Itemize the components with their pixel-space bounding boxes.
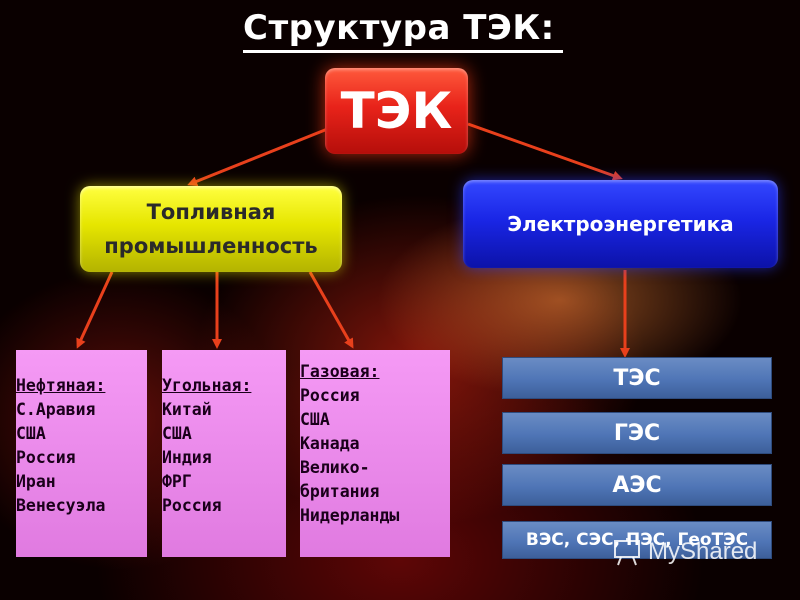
group-coal-item: ФРГ (162, 472, 192, 491)
group-coal-item: США (162, 424, 192, 443)
group-coal: Угольная: Китай США Индия ФРГ Россия (162, 350, 286, 557)
group-gas-item: Канада (300, 434, 360, 453)
group-oil-item: Венесуэла (16, 496, 106, 515)
group-coal-item: Китай (162, 400, 212, 419)
plant-tes: ТЭС (502, 357, 772, 399)
group-oil-head: Нефтяная: (16, 376, 106, 395)
group-gas: Газовая: Россия США Канада Велико- брита… (300, 350, 450, 557)
group-coal-head: Угольная: (162, 376, 252, 395)
group-oil-item: Иран (16, 472, 56, 491)
group-oil-item: Россия (16, 448, 76, 467)
group-coal-item: Россия (162, 496, 222, 515)
group-gas-item: США (300, 410, 330, 429)
watermark-text: MyShared (648, 538, 758, 565)
group-coal-item: Индия (162, 448, 212, 467)
group-gas-item: Россия (300, 386, 360, 405)
node-electric-power: Электроэнергетика (463, 180, 778, 268)
group-oil-item: С.Аравия (16, 400, 96, 419)
watermark: MyShared (612, 537, 757, 567)
group-gas-item: Нидерланды (300, 506, 400, 525)
group-gas-item: Велико- (300, 458, 370, 477)
presentation-icon (614, 538, 640, 566)
root-node-tek: ТЭК (325, 68, 468, 154)
arrow-fuel-to-gas (308, 271, 354, 349)
arrow-fuel-to-oil (76, 271, 114, 349)
arrow-tek-to-fuel (187, 126, 331, 187)
group-gas-item: британия (300, 482, 380, 501)
plant-aes: АЭС (502, 464, 772, 506)
node-fuel-line-2: промышленность (104, 234, 318, 258)
group-gas-head: Газовая: (300, 362, 380, 381)
group-oil: Нефтяная: С.Аравия США Россия Иран Венес… (16, 350, 147, 557)
diagram-title: Структура ТЭК: (243, 8, 555, 48)
node-fuel-line-1: Топливная (146, 200, 276, 224)
group-oil-item: США (16, 424, 46, 443)
arrow-tek-to-electric (467, 122, 623, 181)
node-fuel-industry: Топливная промышленность (80, 186, 342, 272)
title-underline (243, 50, 563, 53)
plant-ges: ГЭС (502, 412, 772, 454)
